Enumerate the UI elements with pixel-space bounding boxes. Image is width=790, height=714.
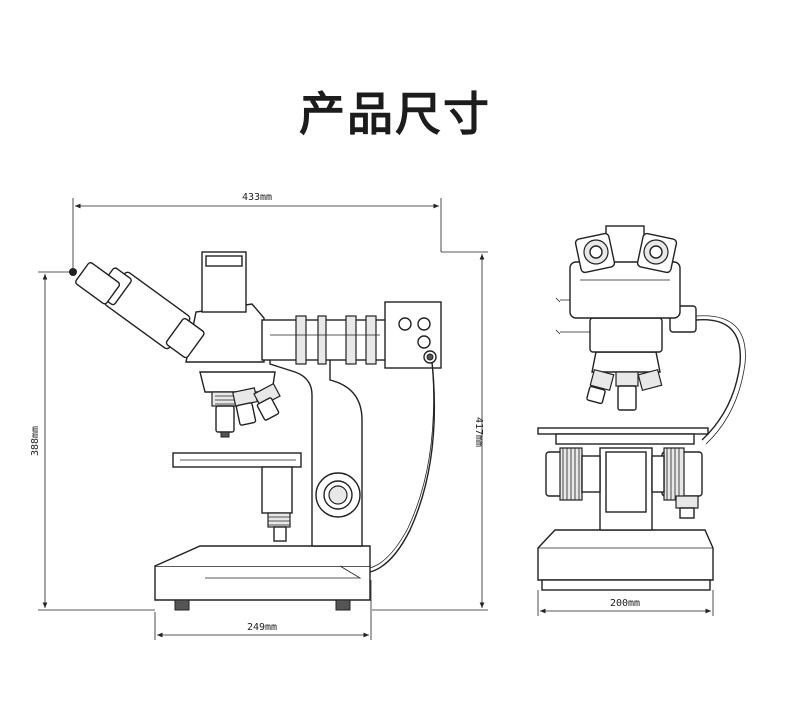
dim-388-label: 388mm — [30, 426, 41, 456]
dim-433-label: 433mm — [242, 192, 272, 203]
dim-417-label: 417mm — [473, 417, 484, 447]
dim-200-label: 200mm — [610, 598, 640, 609]
dimension-lines — [38, 198, 714, 640]
side-view-microscope — [75, 251, 442, 611]
front-view-microscope — [537, 225, 746, 591]
page-title: 产品尺寸 — [299, 87, 491, 141]
dim-249-label: 249mm — [247, 622, 277, 633]
